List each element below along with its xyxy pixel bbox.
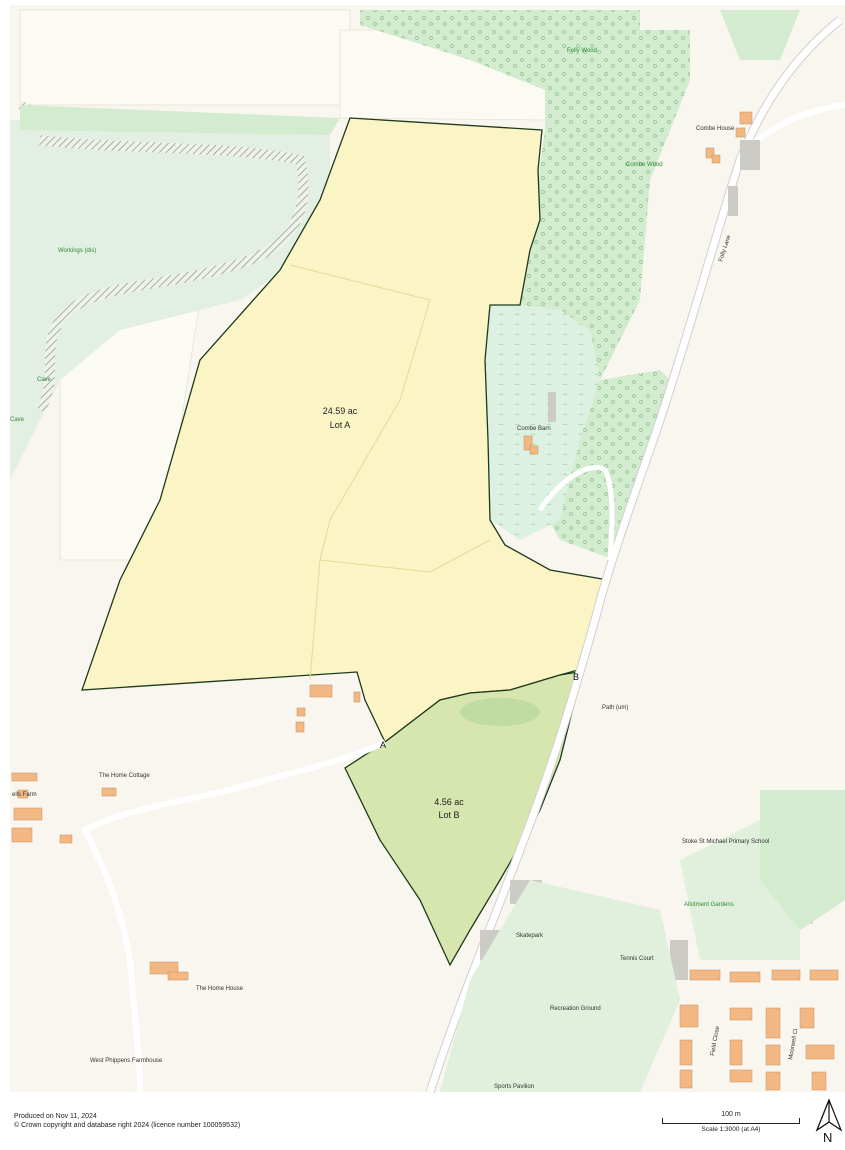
label-home-house: The Home House xyxy=(196,986,244,992)
recreation-ground xyxy=(440,880,680,1092)
label-stoke-school: Stoke St Michael Primary School xyxy=(682,839,769,845)
label-home-cottage: The Home Cottage xyxy=(99,773,150,779)
label-path: Path (um) xyxy=(602,705,628,711)
copyright-notice: © Crown copyright and database right 202… xyxy=(14,1122,241,1129)
label-folly-wood: Folly Wood xyxy=(567,48,597,54)
lot-b-name: Lot B xyxy=(438,810,459,820)
north-label: N xyxy=(823,1130,833,1145)
label-field-close: Field Close xyxy=(710,1025,721,1056)
lot-a-area: 24.59 ac xyxy=(323,406,358,416)
label-cave-1: Cave xyxy=(37,377,52,383)
lot-a-name: Lot A xyxy=(330,420,351,430)
scale-distance: 100 m xyxy=(721,1111,741,1118)
quarry-area xyxy=(10,120,330,480)
map-footer: Produced on Nov 11, 2024 © Crown copyrig… xyxy=(14,1112,240,1130)
label-combe-house: Combe House xyxy=(696,126,735,132)
label-moorwell: Moorwell Cl xyxy=(788,1028,799,1060)
green-belt-top xyxy=(20,105,340,135)
point-a-marker: A xyxy=(380,740,386,750)
label-recreation: Recreation Ground xyxy=(550,1006,601,1012)
label-ells-farm: ells Farm xyxy=(12,792,37,798)
label-combe-barn: Combe Barn xyxy=(517,426,551,432)
lot-a-field-line-2 xyxy=(319,539,491,573)
label-tennis: Tennis Court xyxy=(620,956,654,962)
north-arrow-icon: N xyxy=(815,1098,843,1146)
scale-bar-line xyxy=(662,1118,800,1124)
school-grounds xyxy=(760,790,845,930)
label-skatepark: Skatepark xyxy=(516,933,544,939)
label-sports-pavilion: Sports Pavilion xyxy=(494,1084,534,1090)
lot-b-tree-cluster xyxy=(460,698,540,726)
west-road xyxy=(81,739,387,1093)
produced-date: Produced on Nov 11, 2024 xyxy=(14,1113,97,1120)
label-west-phippens: West Phippens Farmhouse xyxy=(90,1058,163,1064)
lot-a-field-line xyxy=(289,264,431,681)
scale-ratio: Scale 1:3000 (at A4) xyxy=(701,1126,761,1133)
marsh-area xyxy=(480,305,600,540)
north-arrow-shape xyxy=(815,1098,843,1132)
label-workings: Workings (dis) xyxy=(58,248,96,254)
label-allotment: Allotment Gardens xyxy=(684,902,734,908)
field-top-left xyxy=(19,9,351,106)
lot-b-area: 4.56 ac xyxy=(434,797,464,807)
label-cave-2: Cave xyxy=(10,417,25,423)
scale-bar: 100 m Scale 1:3000 (at A4) xyxy=(660,1108,802,1136)
quarry-edge xyxy=(35,135,309,413)
green-corner-top-right xyxy=(720,10,800,60)
combe-barn-drive xyxy=(537,464,615,561)
folly-wood xyxy=(360,10,690,380)
label-combe-wood: Combe Wood xyxy=(626,162,663,168)
lot-b-boundary xyxy=(344,671,579,967)
point-b-marker: B xyxy=(573,672,579,682)
